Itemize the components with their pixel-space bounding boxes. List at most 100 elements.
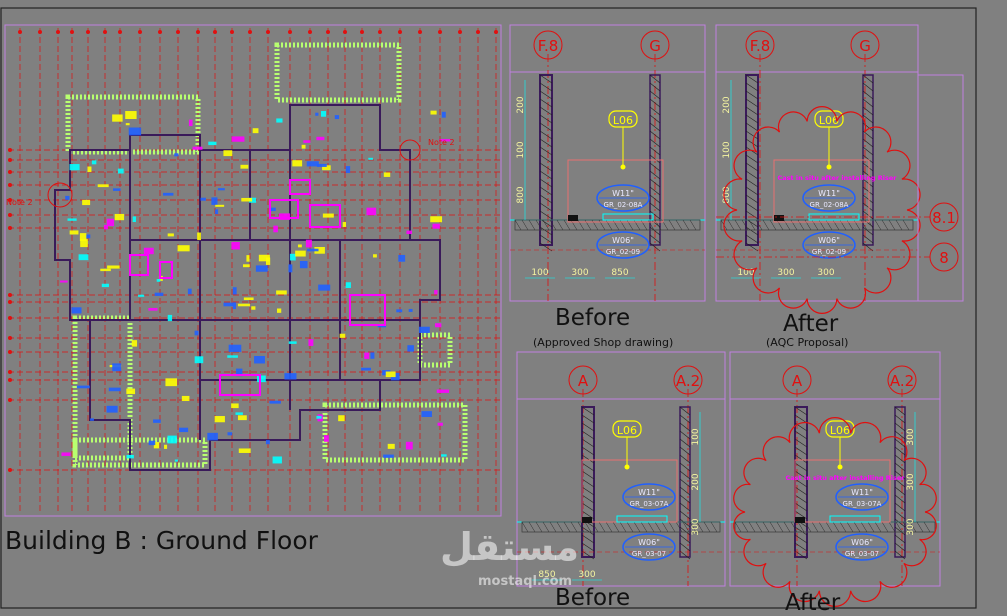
dimension-value: 300 [691, 518, 701, 535]
dimension-value: 850 [538, 570, 555, 580]
wall-hatch [862, 138, 874, 148]
wall-hatch [794, 494, 808, 504]
slab-hatch [811, 521, 819, 533]
plan-fixture [231, 136, 245, 142]
plan-fixture [338, 415, 345, 422]
slab-hatch [832, 521, 840, 533]
plan-fixture [97, 184, 109, 188]
dimension-value: 300 [906, 518, 916, 535]
plan-grid-bubble [326, 30, 330, 34]
slab-hatch [881, 219, 889, 231]
grid-bubble [568, 365, 598, 395]
plan-grid-bubble [8, 336, 12, 340]
wall-hatch [539, 194, 553, 204]
page-title: Building B : Ground Floor [5, 526, 318, 555]
window-sill [602, 213, 654, 221]
plan-grid-bubble [438, 30, 442, 34]
wall-hatch [649, 186, 661, 196]
wall-hatch [862, 210, 874, 220]
wall-hatch [894, 438, 906, 448]
wall-hatch [679, 534, 691, 544]
slab-hatch [675, 219, 683, 231]
dimension-value: 300 [906, 473, 916, 490]
plan-grid-bubble [38, 30, 42, 34]
watermark-arabic: مستقل [440, 525, 579, 569]
plan-fixture [315, 112, 319, 116]
wall-hatch [581, 526, 595, 536]
plan-fixture [91, 160, 97, 165]
plan-grid-bubble [158, 30, 162, 34]
wall-hatch [679, 526, 691, 536]
detail-frame [516, 351, 726, 587]
plan-grid-bubble [103, 30, 107, 34]
plan-grid-bubble [56, 30, 60, 34]
wall-hatch [794, 534, 808, 544]
slab-hatch [605, 521, 613, 533]
wall-hatch [894, 414, 906, 424]
wall-hatch [679, 462, 691, 472]
slab-hatch [923, 521, 931, 533]
wall-hatch [794, 462, 808, 472]
window-frame-outline [773, 159, 870, 223]
window-tag-ref: GR_02-09 [812, 248, 846, 256]
wall-hatch [581, 542, 595, 552]
wall-hatch [745, 202, 759, 212]
plan-fixture [316, 415, 322, 419]
wall-hatch [649, 106, 661, 116]
wall-hatch [894, 518, 906, 528]
wall-hatch [581, 430, 595, 440]
plan-fixture [125, 123, 130, 126]
plan-fixture [131, 340, 138, 347]
wall-hatch [649, 242, 661, 252]
plan-fixture [126, 388, 136, 395]
wall-hatch [894, 430, 906, 440]
plan-grid-bubble [8, 378, 12, 382]
slab-hatch [818, 521, 826, 533]
plan-grid-bubble [8, 170, 12, 174]
wall-hatch [745, 90, 759, 100]
plan-fixture [187, 288, 192, 295]
slab-hatch [755, 219, 763, 231]
slab-hatch [535, 219, 543, 231]
wall-hatch [745, 130, 759, 140]
plan-fixture [103, 224, 108, 230]
plan-fixture [154, 292, 164, 296]
plan-fixture [249, 197, 257, 203]
slab-hatch [668, 219, 676, 231]
plan-fixture [112, 363, 122, 372]
plan-grid-bubble [288, 30, 292, 34]
grid-bubble [782, 365, 812, 395]
plan-note-markers [47, 139, 421, 208]
plan-fixture [284, 373, 297, 380]
plan-grid-bubble [266, 30, 270, 34]
window-tag-ref: GR_03-07A [630, 500, 669, 508]
wall-hatch [649, 138, 661, 148]
wall-hatch [539, 90, 553, 100]
plan-grid-bubble [176, 30, 180, 34]
plan-fixture [165, 378, 178, 387]
riser-block [795, 517, 805, 523]
wall-hatch [539, 210, 553, 220]
plan-grid-bubble [418, 30, 422, 34]
slab-hatch [776, 521, 784, 533]
wall-hatch [794, 526, 808, 536]
wall-hatch [581, 502, 595, 512]
window-tag-id: W11" [612, 189, 634, 198]
wall-section [894, 406, 906, 558]
wall-hatch [539, 154, 553, 164]
dimension-value: 100 [737, 268, 754, 278]
plan-fixture [377, 324, 387, 328]
window-tag-id: W06" [851, 538, 873, 547]
plan-fixture [76, 385, 90, 389]
tag-label: L06 [617, 424, 637, 437]
dimension-value: 100 [516, 141, 526, 158]
plan-fixture [436, 389, 450, 393]
plan-fixture [80, 239, 88, 248]
plan-fixture [437, 422, 443, 426]
plan-fixture [61, 452, 71, 456]
plan-fixture [373, 254, 377, 258]
plan-fixture [251, 306, 256, 310]
wall-hatch [649, 234, 661, 244]
wall-hatch [794, 550, 808, 560]
grid-bubble [745, 30, 775, 60]
